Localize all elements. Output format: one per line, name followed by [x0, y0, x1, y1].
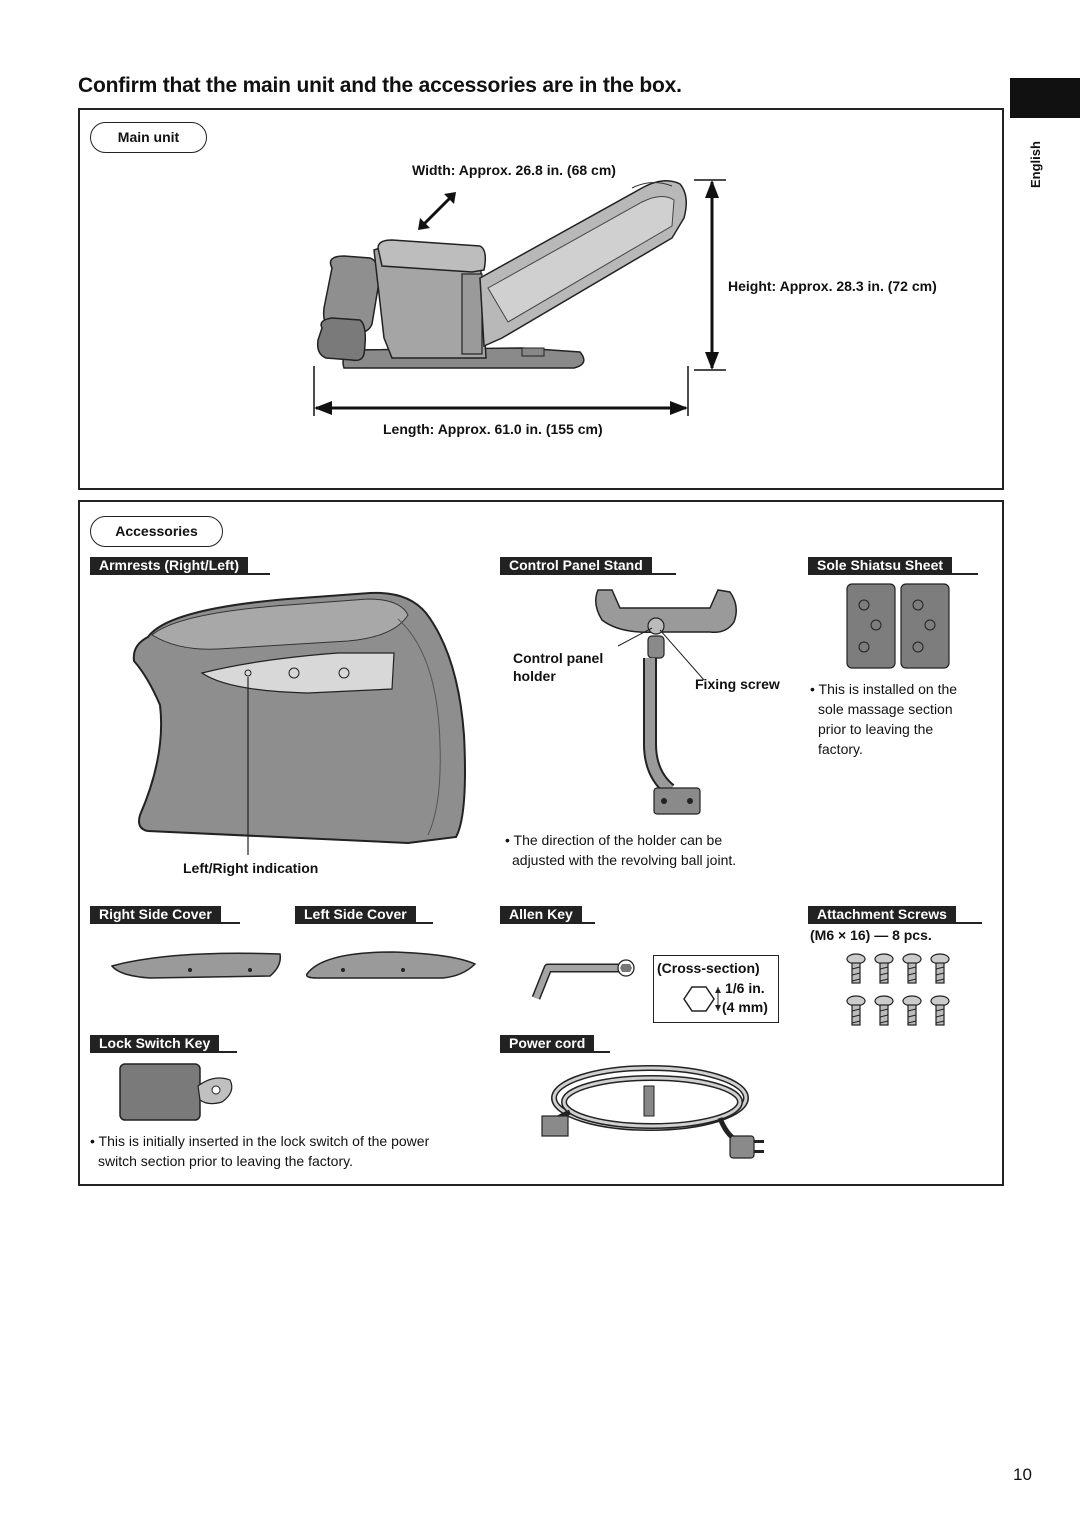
lock-switch-key-note-line-1: • This is initially inserted in the lock…: [90, 1133, 430, 1149]
page-number: 10: [1013, 1465, 1032, 1484]
main-unit-heading: Main unit: [90, 122, 207, 153]
right-side-cover-tag-rule: [90, 922, 240, 924]
allen-key-size-inches: 1/6 in.: [725, 980, 765, 996]
height-dimension-label: Height: Approx. 28.3 in. (72 cm): [728, 278, 937, 294]
sole-sheet-note-line-4: factory.: [818, 741, 863, 757]
lock-switch-key-note-line-2: switch section prior to leaving the fact…: [98, 1153, 353, 1169]
power-cord-illustration: [541, 1065, 764, 1159]
sole-sheet-note-line-3: prior to leaving the: [818, 721, 934, 737]
sole-sheet-note-line-2: sole massage section: [818, 701, 953, 717]
language-tab-label: English: [1028, 128, 1048, 192]
lock-switch-key-tag: Lock Switch Key: [90, 1035, 220, 1052]
armrests-tag-rule: [90, 573, 270, 575]
armrests-tag: Armrests (Right/Left): [90, 557, 249, 574]
attachment-screws-illustration: [846, 953, 950, 1026]
fixing-screw-label: Fixing screw: [695, 676, 780, 692]
hexagon-cross-section-icon: [683, 986, 721, 1012]
left-side-cover-tag: Left Side Cover: [295, 906, 416, 923]
length-dimension-label: Length: Approx. 61.0 in. (155 cm): [383, 421, 603, 437]
sole-sheet-note-line-1: • This is installed on the: [810, 681, 958, 697]
page-title: Confirm that the main unit and the acces…: [78, 74, 682, 97]
left-side-cover-tag-rule: [295, 922, 433, 924]
control-panel-holder-label-2: holder: [513, 668, 556, 684]
width-arrow-icon: [418, 192, 456, 230]
right-side-cover-illustration: [110, 952, 282, 979]
allen-key-tag: Allen Key: [500, 906, 582, 923]
cross-section-box: [653, 955, 779, 1023]
sole-shiatsu-sheet-illustration: [846, 583, 950, 669]
control-panel-holder-label-1: Control panel: [513, 650, 604, 666]
stand-note-line-2: adjusted with the revolving ball joint.: [512, 852, 737, 868]
attachment-screws-tag: Attachment Screws: [808, 906, 956, 923]
sole-shiatsu-sheet-tag: Sole Shiatsu Sheet: [808, 557, 953, 574]
control-panel-stand-tag: Control Panel Stand: [500, 557, 652, 574]
allen-key-size-mm: (4 mm): [722, 999, 768, 1015]
left-side-cover-illustration: [305, 951, 477, 979]
stand-note-line-1: • The direction of the holder can be: [505, 832, 723, 848]
power-cord-tag: Power cord: [500, 1035, 595, 1052]
allen-key-illustration: [531, 959, 635, 1000]
sole-shiatsu-sheet-tag-rule: [808, 573, 978, 575]
height-arrow-icon: [694, 179, 726, 371]
lock-switch-key-illustration: [119, 1063, 233, 1121]
armrest-illustration: [132, 591, 466, 855]
length-arrow-icon: [313, 366, 689, 416]
attachment-screws-spec: (M6 × 16) — 8 pcs.: [810, 927, 932, 943]
cross-section-label: (Cross-section): [657, 960, 760, 976]
right-side-cover-tag: Right Side Cover: [90, 906, 221, 923]
attachment-screws-tag-rule: [808, 922, 982, 924]
language-tab-text: English: [1028, 141, 1043, 188]
width-dimension-label: Width: Approx. 26.8 in. (68 cm): [412, 162, 616, 178]
language-tab-marker: [1010, 78, 1080, 118]
left-right-indication-label: Left/Right indication: [183, 860, 319, 876]
control-panel-stand-illustration: [595, 589, 737, 815]
massage-chair-illustration: [316, 180, 687, 369]
allen-key-tag-rule: [500, 922, 595, 924]
accessories-heading: Accessories: [90, 516, 223, 547]
lock-switch-key-tag-rule: [90, 1051, 237, 1053]
power-cord-tag-rule: [500, 1051, 610, 1053]
control-panel-stand-tag-rule: [500, 573, 676, 575]
